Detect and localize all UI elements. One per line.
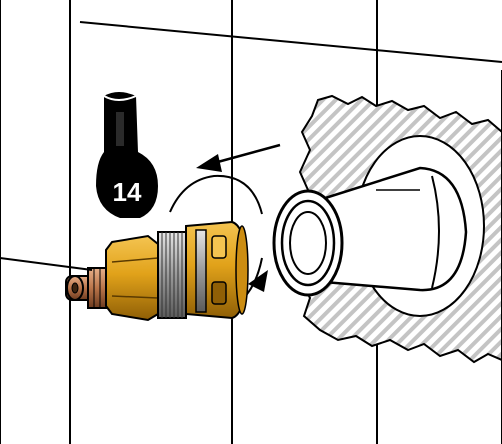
wrench-size-label: 14 (113, 177, 142, 207)
valve-body (272, 166, 468, 297)
valve-cartridge (65, 220, 249, 322)
leader-line (0, 257, 93, 271)
tile-joint-top (79, 21, 502, 63)
arrow-left-icon (196, 143, 281, 172)
cartridge-o-ring (195, 229, 207, 313)
cartridge-hex-nut (105, 234, 159, 322)
open-end-wrench-icon: 14 (96, 92, 158, 218)
